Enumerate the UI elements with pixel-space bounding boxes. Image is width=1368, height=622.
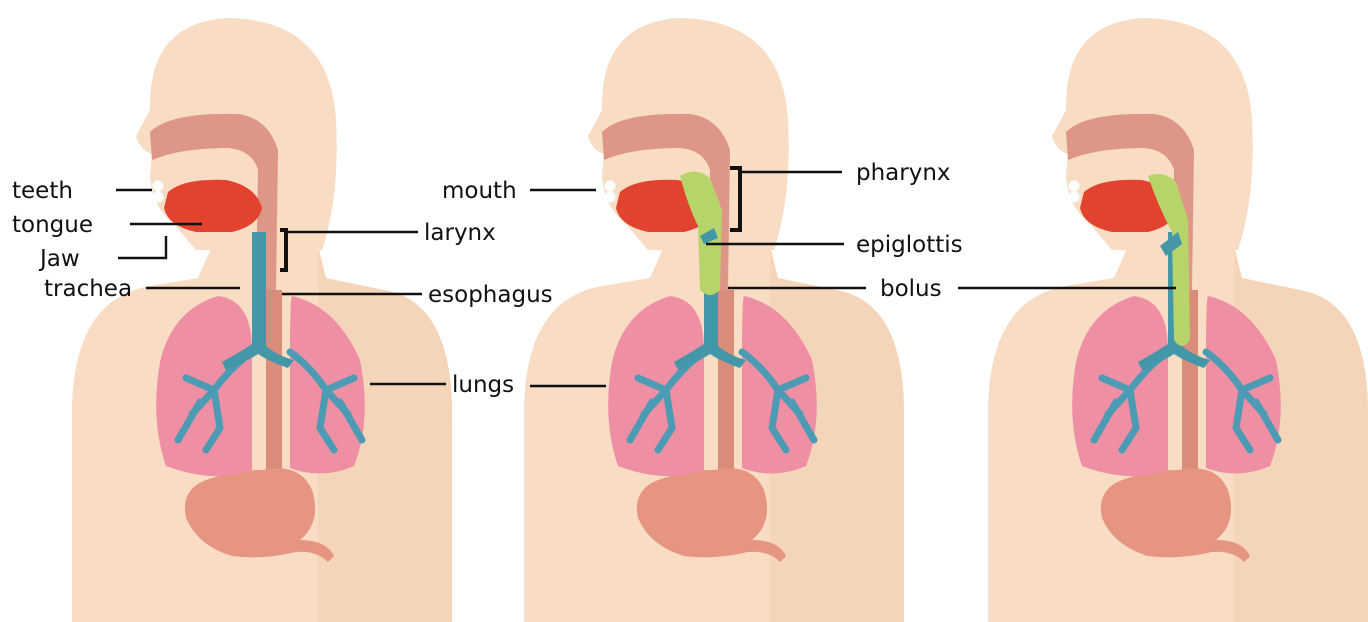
label-lungs: lungs (452, 372, 514, 398)
label-larynx: larynx (424, 220, 496, 246)
label-teeth: teeth (12, 178, 73, 204)
label-epiglottis: epiglottis (856, 232, 963, 258)
panel-2-figure (524, 18, 904, 622)
panel-3-figure (988, 18, 1368, 622)
label-jaw: Jaw (38, 246, 80, 272)
label-mouth: mouth (442, 178, 517, 204)
label-tongue: tongue (12, 212, 93, 238)
label-bolus: bolus (880, 276, 942, 302)
label-trachea: trachea (44, 276, 132, 302)
label-esophagus: esophagus (428, 282, 553, 308)
panel-1-figure (72, 18, 452, 622)
label-pharynx: pharynx (856, 160, 951, 186)
